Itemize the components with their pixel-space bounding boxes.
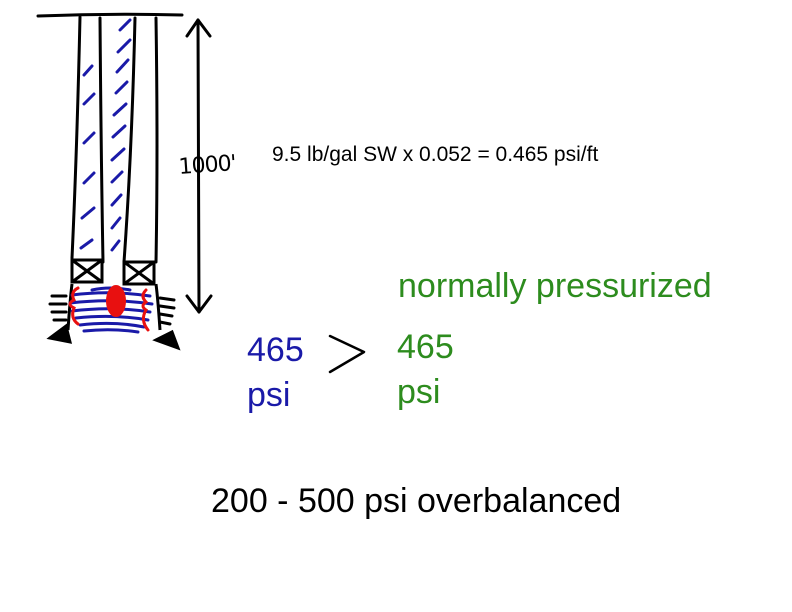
- packer-left: [70, 258, 104, 284]
- perforation-marks-right: [152, 296, 181, 351]
- perforation-brackets: [68, 286, 150, 332]
- normal-pressure-unit: psi: [397, 373, 441, 411]
- normal-pressure-title: normally pressurized: [398, 267, 712, 305]
- normal-pressure-value: 465: [397, 328, 454, 366]
- greater-than-symbol: [328, 334, 366, 374]
- pressure-gradient-formula: 9.5 lb/gal SW x 0.052 = 0.465 psi/ft: [272, 143, 599, 166]
- perforation-marks-left: [46, 294, 73, 344]
- casing-lower-right: [154, 283, 162, 331]
- tubing-right-wall: [122, 16, 137, 264]
- depth-label: 1000': [177, 151, 237, 180]
- tubing-left-wall: [98, 16, 105, 264]
- packer-right: [122, 260, 156, 286]
- well-pressure-unit: psi: [247, 376, 291, 414]
- depth-dimension-arrow: [185, 18, 213, 314]
- surface-line: [36, 12, 184, 18]
- overbalance-statement: 200 - 500 psi overbalanced: [211, 482, 622, 520]
- annulus-fluid-hatch: [79, 64, 96, 250]
- well-pressure-value: 465: [247, 331, 304, 369]
- tubing-fluid-hatch: [110, 18, 132, 252]
- casing-outer-left: [70, 15, 82, 260]
- casing-outer-right: [154, 16, 159, 264]
- perforation-charge: [106, 285, 126, 317]
